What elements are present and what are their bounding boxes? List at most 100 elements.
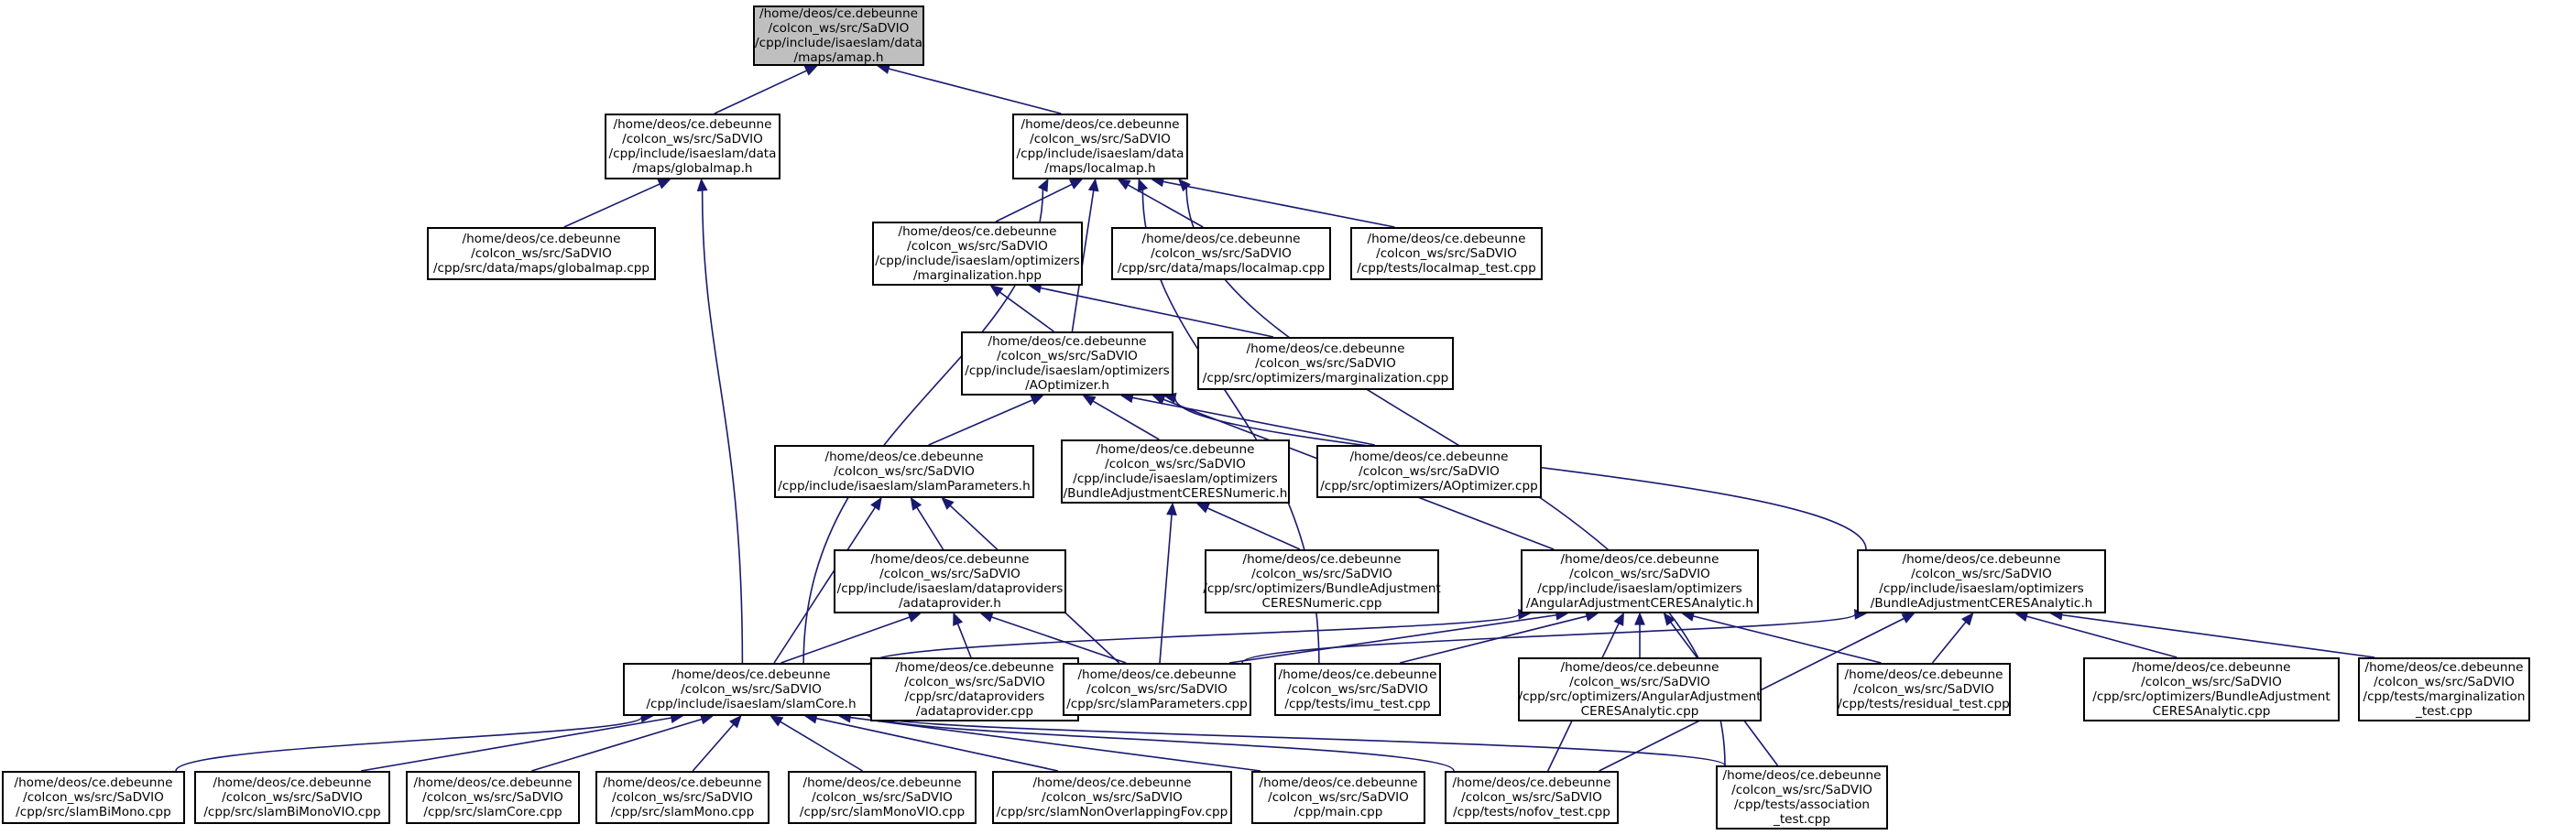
node-marginalization-cpp[interactable]: /home/deos/ce.debeunne /colcon_ws/src/Sa…: [1197, 337, 1454, 390]
node-residual-test[interactable]: /home/deos/ce.debeunne /colcon_ws/src/Sa…: [1837, 663, 2011, 716]
node-slamparameters-cpp[interactable]: /home/deos/ce.debeunne /colcon_ws/src/Sa…: [1063, 663, 1251, 716]
edge-angular-cpp-to-angular-h: [1634, 612, 1645, 657]
edge-slamcore-h-to-globalmap-h: [696, 178, 744, 664]
node-slamnonoverlapping[interactable]: /home/deos/ce.debeunne /colcon_ws/src/Sa…: [992, 771, 1232, 824]
edge-line: [2061, 613, 2375, 658]
node-imu-test[interactable]: /home/deos/ce.debeunne /colcon_ws/src/Sa…: [1274, 663, 1441, 716]
edge-arrowhead: [953, 612, 964, 626]
node-adataprovider-cpp[interactable]: /home/deos/ce.debeunne /colcon_ws/src/Sa…: [870, 657, 1079, 721]
node-label: /home/deos/ce.debeunne /colcon_ws/src/Sa…: [799, 775, 966, 819]
node-slammonovio[interactable]: /home/deos/ce.debeunne /colcon_ws/src/Sa…: [788, 771, 977, 824]
edge-arrowhead: [910, 496, 922, 511]
node-slamparameters-h[interactable]: /home/deos/ce.debeunne /colcon_ws/src/Sa…: [774, 445, 1034, 498]
edge-residual-test-to-ba-analytic-h: [1931, 612, 1974, 664]
edge-arrowhead: [1166, 502, 1177, 516]
edge-arrowhead: [696, 178, 708, 192]
edge-arrowhead: [870, 496, 882, 511]
edge-line: [1400, 615, 1588, 664]
node-adataprovider-h[interactable]: /home/deos/ce.debeunne /colcon_ws/src/Sa…: [834, 549, 1066, 613]
edge-marginalization-test-to-ba-analytic-h: [2049, 609, 2375, 658]
edge-arrowhead: [770, 715, 784, 727]
node-label: /home/deos/ce.debeunne /colcon_ws/src/Sa…: [1452, 775, 1611, 819]
edge-slamcore-h-to-adataprovider-h: [780, 612, 922, 664]
edge-arrowhead: [1613, 612, 1624, 626]
edge-line: [880, 715, 1726, 766]
node-ba-numeric-cpp[interactable]: /home/deos/ce.debeunne /colcon_ws/src/Sa…: [1203, 549, 1441, 613]
edge-line: [991, 616, 1127, 664]
node-label: /home/deos/ce.debeunne /colcon_ws/src/Sa…: [965, 334, 1170, 393]
node-label: /home/deos/ce.debeunne /colcon_ws/src/Sa…: [755, 6, 922, 65]
edge-slammonovio-to-slamcore-h: [770, 715, 863, 772]
edge-ba-numeric-h-to-aoptimizer-h: [1082, 395, 1160, 440]
node-globalmap-cpp[interactable]: /home/deos/ce.debeunne /colcon_ws/src/Sa…: [427, 227, 656, 280]
node-slambimonovio[interactable]: /home/deos/ce.debeunne /colcon_ws/src/Sa…: [194, 771, 390, 824]
edge-globalmap-h-to-amap: [714, 65, 818, 114]
node-ba-analytic-h[interactable]: /home/deos/ce.debeunne /colcon_ws/src/Sa…: [1857, 549, 2106, 613]
node-marginalization-test[interactable]: /home/deos/ce.debeunne /colcon_ws/src/Sa…: [2358, 657, 2530, 721]
node-label: /home/deos/ce.debeunne /colcon_ws/src/Sa…: [1016, 117, 1184, 176]
edge-slammono-to-slamcore-h: [692, 714, 742, 772]
node-label: /home/deos/ce.debeunne /colcon_ws/src/Sa…: [875, 224, 1080, 283]
edge-aoptimizer-h-to-marginalization-hpp: [989, 285, 1054, 332]
edge-slamcore-h-to-slamparameters-h: [773, 496, 882, 664]
edge-marginalization-cpp-to-marginalization-hpp: [1028, 282, 1274, 338]
node-label: /home/deos/ce.debeunne /colcon_ws/src/Sa…: [895, 660, 1054, 719]
edge-line: [1931, 621, 1967, 664]
edge-arrowhead: [1087, 178, 1099, 192]
node-angular-h[interactable]: /home/deos/ce.debeunne /colcon_ws/src/Sa…: [1521, 549, 1759, 613]
node-marginalization-hpp[interactable]: /home/deos/ce.debeunne /colcon_ws/src/Sa…: [872, 222, 1083, 286]
edge-line: [878, 716, 1455, 772]
node-aoptimizer-h[interactable]: /home/deos/ce.debeunne /colcon_ws/src/Sa…: [961, 331, 1173, 396]
edge-aoptimizer-h-to-localmap-h: [1071, 178, 1099, 332]
edge-line: [2026, 615, 2178, 658]
edge-residual-test-to-angular-h: [1680, 611, 1882, 664]
node-ba-analytic-cpp[interactable]: /home/deos/ce.debeunne /colcon_ws/src/Sa…: [2083, 657, 2340, 721]
edge-line: [361, 717, 672, 772]
node-label: /home/deos/ce.debeunne /colcon_ws/src/Sa…: [1117, 232, 1326, 276]
edge-ba-numeric-cpp-to-ba-numeric-h: [1195, 503, 1301, 550]
node-localmap-h[interactable]: /home/deos/ce.debeunne /colcon_ws/src/Sa…: [1012, 114, 1188, 179]
edge-line: [1092, 400, 1160, 440]
node-label: /home/deos/ce.debeunne /colcon_ws/src/Sa…: [836, 552, 1064, 611]
edge-arrowhead: [941, 496, 955, 510]
edge-line: [780, 616, 911, 664]
edge-line: [815, 717, 1059, 772]
node-ba-numeric-h[interactable]: /home/deos/ce.debeunne /colcon_ws/src/Sa…: [1061, 439, 1290, 504]
node-main-cpp[interactable]: /home/deos/ce.debeunne /colcon_ws/src/Sa…: [1251, 771, 1425, 824]
node-localmap-test[interactable]: /home/deos/ce.debeunne /colcon_ws/src/Sa…: [1350, 227, 1543, 280]
node-globalmap-h[interactable]: /home/deos/ce.debeunne /colcon_ws/src/Sa…: [605, 114, 780, 179]
edge-line: [563, 183, 660, 228]
node-label: /home/deos/ce.debeunne /colcon_ws/src/Sa…: [413, 775, 573, 819]
edge-arrowhead: [1634, 612, 1645, 625]
node-label: /home/deos/ce.debeunne /colcon_ws/src/Sa…: [608, 117, 777, 176]
edge-line: [1162, 180, 1395, 228]
node-nofov-test[interactable]: /home/deos/ce.debeunne /colcon_ws/src/Sa…: [1445, 771, 1619, 824]
edge-line: [1159, 514, 1173, 664]
edge-line: [773, 506, 877, 664]
node-slamcore-cpp[interactable]: /home/deos/ce.debeunne /colcon_ws/src/Sa…: [406, 771, 580, 824]
edge-line: [1241, 613, 1856, 664]
node-label: /home/deos/ce.debeunne /colcon_ws/src/Sa…: [1357, 232, 1536, 276]
node-label: /home/deos/ce.debeunne /colcon_ws/src/Sa…: [646, 667, 857, 711]
edge-line: [999, 291, 1054, 332]
edge-line: [1692, 615, 1882, 664]
edge-slamnonoverlapping-to-slamcore-h: [803, 712, 1059, 772]
edge-line: [995, 183, 1073, 222]
node-angular-cpp[interactable]: /home/deos/ce.debeunne /colcon_ws/src/Sa…: [1518, 657, 1762, 721]
node-label: /home/deos/ce.debeunne /colcon_ws/src/Sa…: [1203, 552, 1441, 611]
edge-arrowhead: [1117, 179, 1131, 190]
edge-ba-analytic-cpp-to-ba-analytic-h: [2014, 611, 2178, 658]
node-label: /home/deos/ce.debeunne /colcon_ws/src/Sa…: [1518, 660, 1762, 719]
node-slamcore-h[interactable]: /home/deos/ce.debeunne /colcon_ws/src/Sa…: [623, 663, 879, 716]
node-association-test[interactable]: /home/deos/ce.debeunne /colcon_ws/src/Sa…: [1716, 765, 1888, 830]
edge-arrowhead: [1030, 395, 1044, 406]
node-label: /home/deos/ce.debeunne /colcon_ws/src/Sa…: [203, 775, 381, 819]
edge-line: [175, 716, 643, 772]
node-slammono[interactable]: /home/deos/ce.debeunne /colcon_ws/src/Sa…: [595, 771, 770, 824]
edge-adataprovider-h-to-slamparameters-h: [910, 496, 944, 550]
node-slambimono[interactable]: /home/deos/ce.debeunne /colcon_ws/src/Sa…: [2, 771, 185, 824]
node-aoptimizer-cpp[interactable]: /home/deos/ce.debeunne /colcon_ws/src/Sa…: [1316, 445, 1542, 498]
node-label: /home/deos/ce.debeunne /colcon_ws/src/Sa…: [778, 450, 1031, 493]
node-localmap-cpp[interactable]: /home/deos/ce.debeunne /colcon_ws/src/Sa…: [1111, 227, 1331, 280]
